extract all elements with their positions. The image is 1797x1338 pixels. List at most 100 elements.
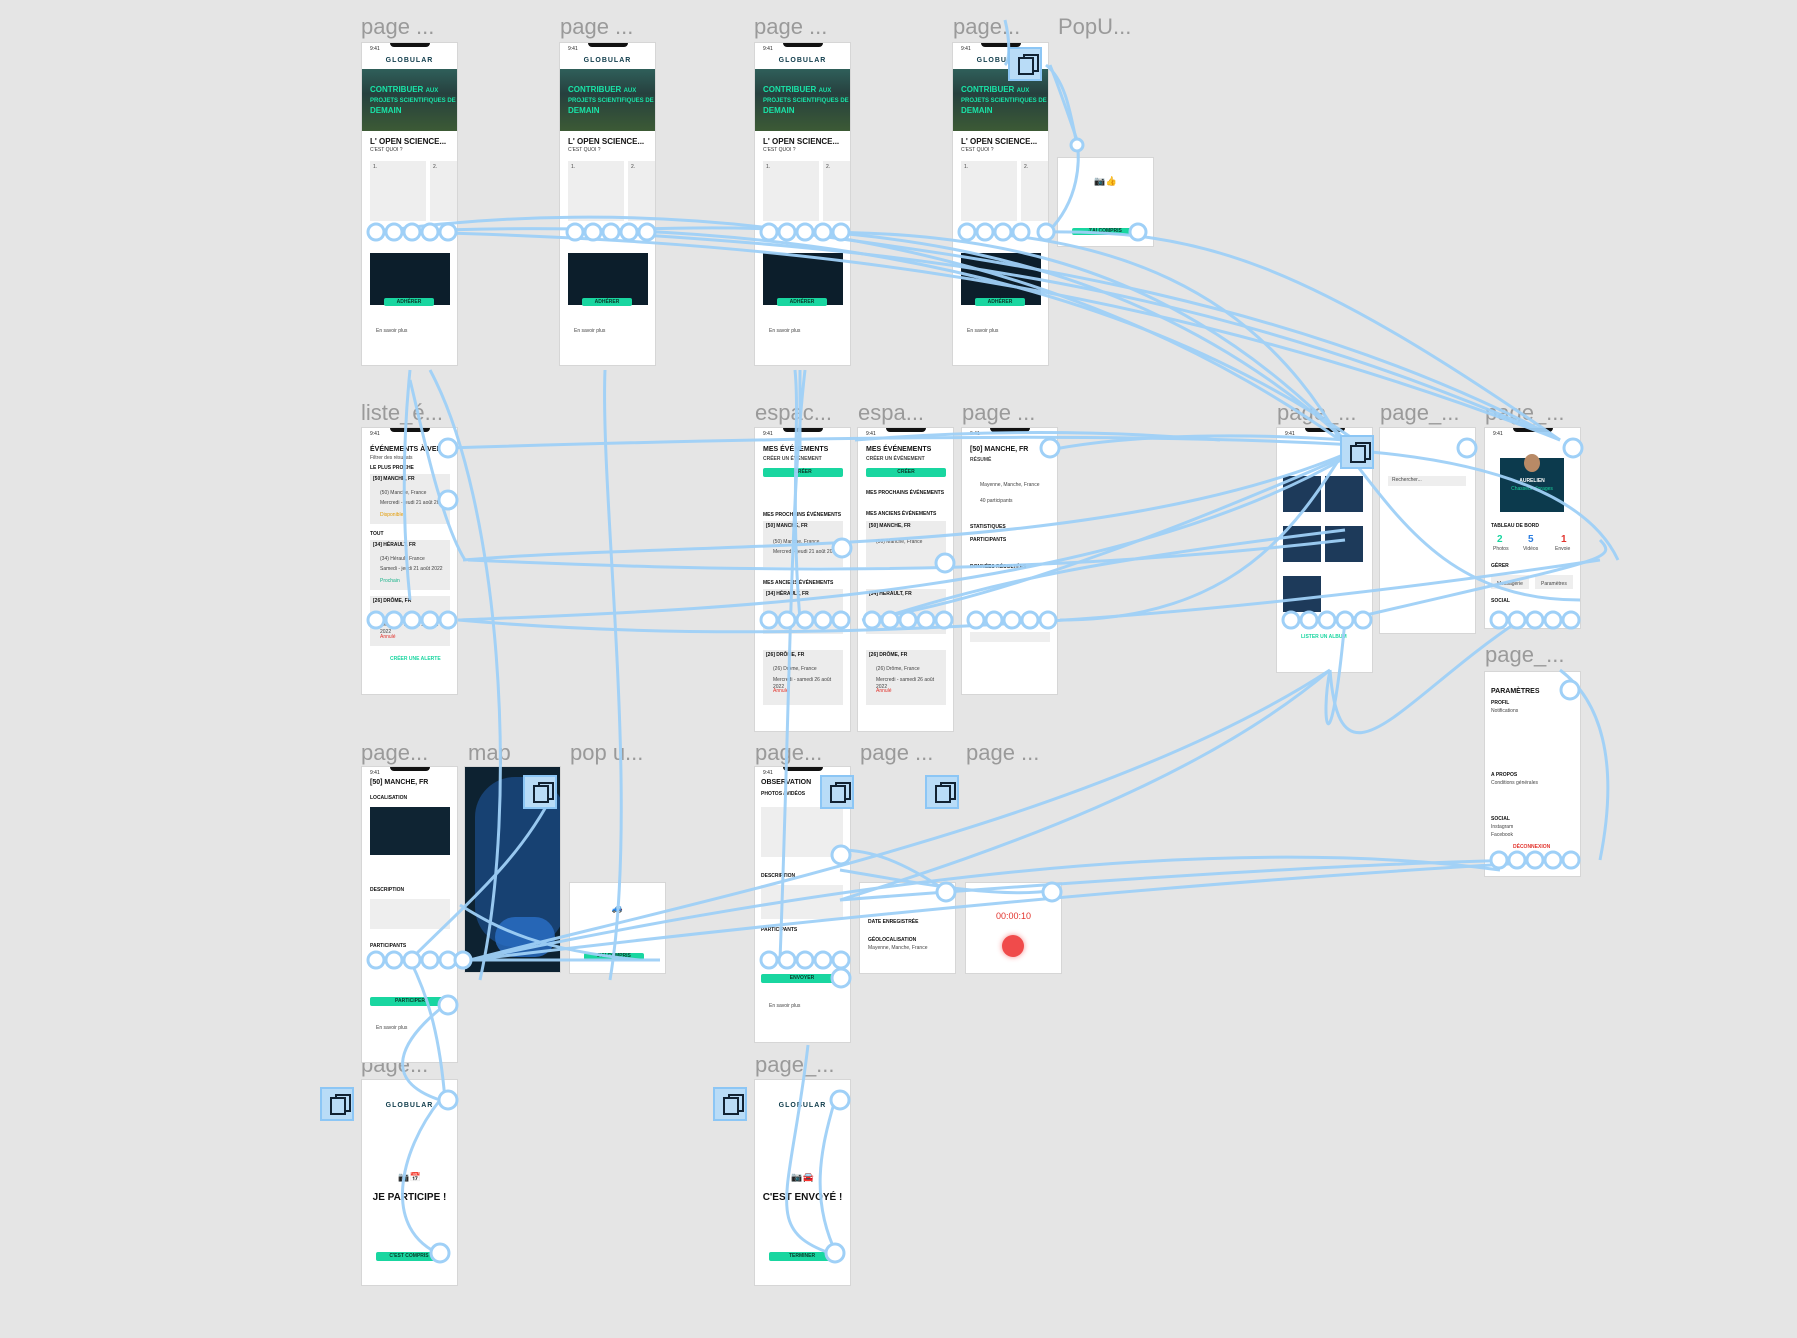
frame-search[interactable]: Rechercher... (1380, 428, 1475, 633)
phone-notch (587, 43, 628, 47)
card-number: 1. (373, 164, 378, 170)
frame-profile[interactable]: 9:41 AURELIEN Chasseur d'orages TABLEAU … (1485, 428, 1580, 628)
flow-link-icon[interactable] (820, 775, 854, 809)
filter-link[interactable]: Filtrer des résultats (370, 455, 413, 461)
geo-value: Mayenne, Manche, France (868, 945, 928, 951)
flow-link-icon[interactable] (1340, 435, 1374, 469)
event-status: Annulé (876, 688, 892, 694)
frame-home-1[interactable]: 9:41 GLOBULAR CONTRIBUER AUX PROJETS SCI… (362, 43, 457, 365)
section-label: LOCALISATION (370, 795, 408, 801)
button-label: Paramètres (1541, 581, 1567, 587)
phone-notch (980, 43, 1021, 47)
event-card[interactable]: [50] MANCHE, FR (50) Manche, France (866, 521, 946, 567)
learn-more-link[interactable]: En savoir plus (376, 1025, 408, 1031)
event-status: Annulé (773, 688, 789, 694)
send-button[interactable]: ENVOYER (761, 974, 843, 983)
event-title: [50] MANCHE, FR (766, 523, 808, 529)
frame-home-4[interactable]: 9:41 GLOBULAR CONTRIBUER AUX PROJETS SCI… (953, 43, 1048, 365)
event-location: (50) Manche, France (876, 539, 923, 545)
connection-hotspots (366, 137, 1584, 1264)
section-label: CRÉER UN ÉVÉNEMENT (866, 456, 925, 462)
section-label: DESCRIPTION (370, 887, 405, 893)
section-heading: L' OPEN SCIENCE... (763, 137, 840, 146)
hero-line: PROJETS SCIENTIFIQUES DE (763, 98, 849, 104)
avatar[interactable] (1524, 454, 1540, 472)
frame-my-events-2[interactable]: 9:41 MES ÉVÉNEMENTS CRÉER UN ÉVÉNEMENT C… (858, 428, 953, 731)
app-logo: GLOBULAR (385, 1102, 434, 1109)
copy-icon (330, 1097, 346, 1115)
action-bar[interactable] (970, 632, 1050, 642)
section-label: RÉSUMÉ (970, 457, 992, 463)
join-button[interactable]: ADHÉRER (582, 298, 632, 306)
info-card: 1. (961, 161, 1017, 221)
frame-label: liste_é... (361, 400, 443, 425)
hero-title-suffix: AUX (425, 88, 439, 94)
finish-button[interactable]: TERMINER (769, 1252, 835, 1261)
info-card: 2. (1021, 161, 1048, 221)
flow-link-icon[interactable] (925, 775, 959, 809)
frame-home-3[interactable]: 9:41 GLOBULAR CONTRIBUER AUX PROJETS SCI… (755, 43, 850, 365)
settings-item[interactable]: Notifications (1491, 708, 1519, 714)
frame-settings[interactable]: PARAMÈTRES PROFIL Notifications A PROPOS… (1485, 672, 1580, 876)
section-label: A PROPOS (1491, 772, 1518, 778)
card-number: 2. (1024, 164, 1029, 170)
frame-label: page ... (860, 740, 934, 765)
mini-map[interactable] (370, 807, 450, 855)
gallery-photo[interactable] (1283, 576, 1321, 612)
album-link[interactable]: LISTER UN ALBUM (1301, 634, 1347, 640)
event-card[interactable]: [26] DRÔME, FR (26) Drôme, France Mercre… (866, 650, 946, 705)
hero-line: DEMAIN (370, 106, 402, 115)
frame-recording[interactable]: DATE ENREGISTRÉE GÉOLOCALISATION Mayenne… (860, 883, 955, 973)
create-button[interactable]: CRÉER (866, 468, 946, 477)
frame-event-detail[interactable]: 9:41 [50] MANCHE, FR LOCALISATION DESCRI… (362, 767, 457, 1062)
frame-label: espa... (858, 400, 925, 425)
status-time: 9:41 (763, 770, 773, 776)
event-location: (26) Drôme, France (876, 666, 920, 672)
confirmation-title: C'EST ENVOYÉ ! (762, 1192, 843, 1203)
frame-label: page ... (361, 14, 435, 39)
event-status: Annulé (380, 634, 396, 640)
app-logo: GLOBULAR (778, 57, 827, 64)
understood-button[interactable]: C'EST COMPRIS (376, 1252, 442, 1261)
settings-item[interactable]: Conditions générales (1491, 780, 1538, 786)
record-button[interactable] (1002, 935, 1024, 957)
search-input[interactable]: Rechercher... (1388, 476, 1466, 486)
event-date: Mercredi - samedi 26 août 2022 (876, 677, 935, 690)
app-logo: GLOBULAR (976, 57, 1025, 64)
settings-button[interactable]: Paramètres (1535, 575, 1573, 589)
logout-link[interactable]: DÉCONNEXION (1513, 844, 1551, 850)
hero-banner: CONTRIBUER AUX PROJETS SCIENTIFIQUES DE … (362, 69, 457, 131)
stat-videos: 5 (1528, 534, 1534, 545)
flow-link-icon[interactable] (1008, 47, 1042, 81)
frame-label: map (468, 740, 511, 765)
learn-more-link[interactable]: En savoir plus (376, 328, 408, 334)
media-upload[interactable] (761, 807, 843, 857)
section-heading: L' OPEN SCIENCE... (568, 137, 645, 146)
section-heading: L' OPEN SCIENCE... (370, 137, 447, 146)
hero-title: CONTRIBUER (568, 85, 622, 94)
status-time: 9:41 (1493, 431, 1503, 437)
phone-notch (885, 428, 926, 432)
create-button[interactable]: CRÉER (763, 468, 843, 477)
join-button[interactable]: ADHÉRER (777, 298, 827, 306)
join-button[interactable]: ADHÉRER (975, 298, 1025, 306)
social-link[interactable]: Instagram (1491, 824, 1514, 830)
flow-link-icon[interactable] (523, 775, 557, 809)
learn-more-link[interactable]: En savoir plus (967, 328, 999, 334)
participate-button[interactable]: PARTICIPER (370, 997, 450, 1006)
understood-button[interactable]: J'AI COMPRIS (1072, 228, 1138, 235)
create-alert-link[interactable]: CRÉER UNE ALERTE (390, 656, 441, 662)
event-date: Mercredi - samedi 26 août 2022 (773, 677, 832, 690)
gallery-photo[interactable] (1325, 476, 1363, 512)
learn-more-link[interactable]: En savoir plus (574, 328, 606, 334)
frame-home-2[interactable]: 9:41 GLOBULAR CONTRIBUER AUX PROJETS SCI… (560, 43, 655, 365)
flow-link-icon[interactable] (713, 1087, 747, 1121)
event-card[interactable]: [26] DRÔME, FR (26) Drôme, France Mercre… (763, 650, 843, 705)
flow-link-icon[interactable] (320, 1087, 354, 1121)
event-date: Samedi - jeudi 21 août 2022 (380, 566, 443, 572)
learn-more-link[interactable]: En savoir plus (769, 328, 801, 334)
join-button[interactable]: ADHÉRER (384, 298, 434, 306)
learn-more-link[interactable]: En savoir plus (769, 1003, 801, 1009)
event-card[interactable]: [34] HÉRAULT, FR (34) Hérault, France Sa… (370, 540, 450, 590)
social-link[interactable]: Facebook (1491, 832, 1513, 838)
